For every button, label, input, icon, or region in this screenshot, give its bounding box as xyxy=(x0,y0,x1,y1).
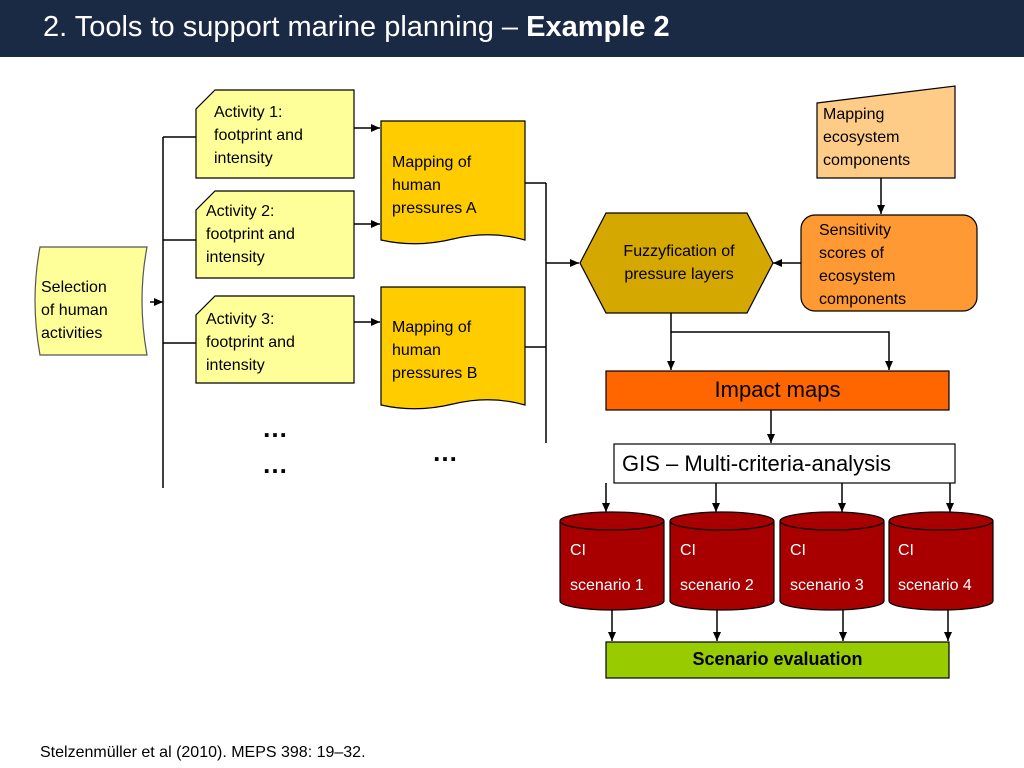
scenario-3-cylinder xyxy=(779,511,885,611)
activity-1-shape xyxy=(195,89,355,179)
pressures-a-shape xyxy=(380,120,526,245)
ecosystem-label: Mapping ecosystem components xyxy=(823,106,911,169)
activity-2-label: Activity 2: footprint and intensity xyxy=(206,203,295,266)
scenario-2-label: CI scenario 2 xyxy=(680,542,754,594)
scenario-4-label: CI scenario 4 xyxy=(898,542,972,594)
title-bar: 2. Tools to support marine planning – Ex… xyxy=(0,0,1024,57)
activity-2-shape xyxy=(195,190,355,279)
gis-label: GIS – Multi-criteria-analysis xyxy=(622,451,891,476)
title-main-text: 2. Tools to support marine planning – xyxy=(43,11,527,43)
impact-maps-shape xyxy=(605,370,950,411)
scenario-1-cylinder xyxy=(559,511,665,611)
scenario-3-label: CI scenario 3 xyxy=(790,542,864,594)
title-bold-text: Example 2 xyxy=(526,11,670,43)
fuzzyfication-shape xyxy=(579,212,774,314)
pressures-b-label: Mapping of human pressures B xyxy=(392,319,478,382)
citation: Stelzenmüller et al (2010). MEPS 398: 19… xyxy=(40,744,366,761)
pressures-b-shape xyxy=(380,286,526,410)
pressures-a-label: Mapping of human pressures A xyxy=(392,154,477,217)
activity-3-shape xyxy=(195,295,355,384)
sensitivity-label: Sensitivity scores of ecosystem componen… xyxy=(819,222,907,308)
scenario-1-label: CI scenario 1 xyxy=(570,542,644,594)
gis-shape xyxy=(613,443,956,484)
impact-maps-label: Impact maps xyxy=(714,377,841,402)
connectors xyxy=(150,124,954,641)
ellipsis-mid: … xyxy=(432,437,459,467)
scenario-2-cylinder xyxy=(669,511,775,611)
selection-label: Selection of human activities xyxy=(41,279,108,342)
sensitivity-shape xyxy=(800,214,978,312)
selection-shape xyxy=(34,246,148,356)
ellipsis-left-top: … xyxy=(262,413,289,443)
fuzzyfication-label: Fuzzyfication of pressure layers xyxy=(623,243,735,283)
scenario-4-cylinder xyxy=(888,511,994,611)
ecosystem-shape xyxy=(816,85,956,179)
connector-fuzzyfication-to-impact xyxy=(670,313,893,370)
evaluation-shape xyxy=(605,641,950,679)
ellipsis-left-bottom: … xyxy=(262,449,289,479)
evaluation-label: Scenario evaluation xyxy=(692,649,863,669)
slide-title: 2. Tools to support marine planning – Ex… xyxy=(43,10,670,44)
activity-1-label: Activity 1: footprint and intensity xyxy=(214,104,303,167)
activity-3-label: Activity 3: footprint and intensity xyxy=(206,311,295,374)
